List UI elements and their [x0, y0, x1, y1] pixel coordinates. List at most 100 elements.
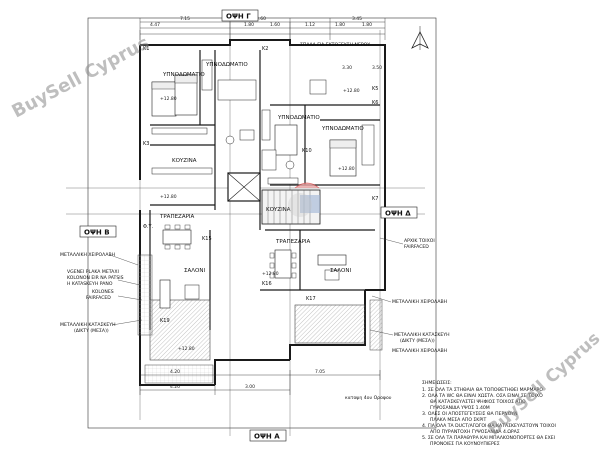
balcony-hatch-left — [149, 299, 211, 361]
kitchen-counter-1 — [151, 167, 213, 175]
caption-floor: κατοψη 4ου Οροφου — [345, 395, 392, 401]
note-left-1: ΜΕΤΑΛΛΙΚΗ ΧΕΙΡΟΛΑΒΗ — [60, 252, 115, 258]
tag-k6: K6 — [372, 100, 378, 106]
tag-k3: K3 — [143, 141, 149, 147]
note-right-2: FAIRFACED — [404, 244, 429, 250]
notes-line-1: 1. ΣΕ ΟΛΑ ΤΑ ΣΤΗΘΑΙΑ ΘΑ ΤΟΠΟΘΕΤΗΘΕΙ ΜΑΡΜ… — [422, 387, 543, 393]
room-dining-2: ΤΡΑΠΕΖΑΡΙΑ — [275, 239, 311, 245]
dim-top-7: 1.12 — [305, 22, 315, 28]
notes-line-4: ΓΥΨΟΣΑΝΙΔΑ ΥΨΟΣ 1.40Μ — [430, 405, 490, 411]
right-leader-lines — [369, 237, 404, 336]
view-label-right: ΟΨΗ Δ — [385, 210, 411, 218]
notes-line-10: ΠΡΟΝΟΙΕΣ ΓΙΑ ΚΟΥΝΟΥΠΙΕΡΕΣ — [430, 441, 500, 447]
note-right-6: ΜΕΤΑΛΛΙΚΗ ΧΕΙΡΟΛΑΒΗ — [392, 348, 447, 354]
tag-k19: K19 — [160, 318, 170, 324]
dim-top-5: 1.80 — [244, 22, 254, 28]
level-6: +12.80 — [160, 194, 177, 200]
level-5: +12.80 — [338, 166, 355, 172]
level-4: +12.80 — [160, 96, 177, 102]
tag-k7: K7 — [372, 196, 378, 202]
sofa-2 — [317, 254, 347, 266]
notes-title: ΣΗΜΕΙΩΣΕΙΣ: — [422, 380, 452, 386]
room-bedroom-3: ΥΠΝΟΔΩΜΑΤΙΟ — [277, 115, 320, 121]
tag-k16: K16 — [262, 281, 272, 287]
dim-bottom-1: 4.20 — [170, 369, 180, 375]
view-label-bottom-box — [249, 429, 287, 442]
note-left-4: H KATASKEYH PANO — [67, 281, 113, 287]
dim-top-4: 4.47 — [150, 22, 160, 28]
view-label-top: ΟΨΗ Γ — [226, 13, 251, 21]
balcony-side-left — [137, 254, 153, 336]
level-7: +12.80 — [262, 271, 279, 277]
tag-k15: K15 — [202, 236, 212, 242]
dimension-lines-top — [139, 18, 386, 40]
notes-line-3: ΘΑ ΚΑΤΑΣΚΕΥΑΣΤΕΙ ΨΗΦΙΟΣ ΤΟΙΧΟΣ ΑΠΟ — [430, 399, 526, 405]
balcony-floor-left — [144, 364, 214, 384]
dining-table-2 — [274, 249, 292, 279]
note-right-4: ΜΕΤΑΛΛΙΚΗ ΚΑΤΑΣΚΕΥΗ — [394, 332, 450, 338]
dining-chairs-1 — [164, 224, 191, 250]
note-left-7: ΜΕΤΑΛΛΙΚΗ ΚΑΤΑΣΚΕΥΗ — [60, 322, 116, 328]
notes-line-2: 2. ΟΛΑ ΤΑ WC ΘΑ ΕΙΝΑΙ ΧΩΣΤΑ. ΟΣΑ ΕΙΝΑΙ Σ… — [422, 393, 543, 399]
right-annotations: ΑΡΧΙΚ ΤΟΙΧΟΙ FAIRFACED ΜΕΤΑΛΛΙΚΗ ΧΕΙΡΟΛΑ… — [300, 42, 450, 401]
dining-chairs-2 — [269, 252, 297, 279]
coffee-table-2 — [324, 269, 340, 281]
balcony-hatch-right — [294, 304, 366, 344]
view-label-top-box — [221, 9, 259, 22]
dim-top-9: 1.80 — [362, 22, 372, 28]
level-8: +12.80 — [178, 346, 195, 352]
room-living-2: ΣΑΛΟΝΙ — [330, 268, 351, 274]
dim-top-8: 1.80 — [335, 22, 345, 28]
bathroom-fixtures — [217, 79, 327, 171]
note-left-2: VGENEI PLAKA METAXI — [67, 269, 119, 275]
dim-top-6: 1.60 — [270, 22, 280, 28]
bed-4 — [274, 124, 298, 156]
sofa-1 — [159, 279, 171, 309]
room-bedroom-2: ΥΠΝΟΔΩΜΑΤΙΟ — [205, 62, 248, 68]
dim-bottom-4: 3.00 — [245, 384, 255, 390]
room-bedroom-1: ΥΠΝΟΔΩΜΑΤΙΟ — [162, 72, 205, 78]
watermark-emblem-icon — [288, 193, 312, 217]
room-living-1: ΣΑΛΟΝΙ — [184, 268, 205, 274]
tag-fy: Φ.Υ. — [143, 224, 154, 230]
note-top: ΣΠΑΛΑ ΓΙΑ ΕΚΤΟΞΕΥΣΗ ΝΕΡΟΥ — [300, 42, 370, 48]
dim-top-2: 3.60 — [256, 16, 266, 22]
dim-bottom-3: 7.05 — [315, 369, 325, 375]
view-label-left: ΟΨΗ Β — [84, 229, 110, 237]
room-dining-1: ΤΡΑΠΕΖΑΡΙΑ — [159, 214, 195, 220]
balcony-side-right — [369, 299, 383, 351]
tag-k2: K2 — [262, 46, 268, 52]
notes-line-9: 5. ΣΕ ΟΛΑ ΤΑ ΠΑΡΑΘΥΡΑ ΚΑΙ ΜΠΑΛΚΟΝΟΠΟΡΤΕΣ… — [422, 435, 555, 441]
wardrobes — [151, 59, 375, 166]
note-left-5: KOLONES — [92, 289, 114, 295]
view-label-right-box — [380, 206, 418, 219]
dim-top-1: 7.15 — [180, 16, 190, 22]
room-bedroom-4: ΥΠΝΟΔΩΜΑΤΙΟ — [321, 126, 364, 132]
note-right-1: ΑΡΧΙΚ ΤΟΙΧΟΙ — [404, 238, 435, 244]
note-left-3: KOLONON EIR NA PATSIS — [67, 275, 124, 281]
notes-line-6: ΠΛΑΚΑ ΜΕΣΑ ΑΠΟ ΣΚΡΙΤ — [430, 417, 486, 423]
notes-line-7: 4. ΓΙΑ ΟΛΑ ΤΑ DUCT/ΑΓΩΓΟΙ ΘΑ ΚΑΤΑΣΚΕΥΑΣΤ… — [422, 423, 556, 429]
notes-box: ΣΗΜΕΙΩΣΕΙΣ: 1. ΣΕ ΟΛΑ ΤΑ ΣΤΗΘΑΙΑ ΘΑ ΤΟΠΟ… — [422, 380, 556, 447]
level-1: 3.30 — [342, 65, 352, 71]
dimension-lines-bottom — [139, 370, 381, 395]
north-arrow-icon — [411, 26, 429, 50]
kitchen-counter-2 — [267, 177, 299, 185]
tag-k10: K10 — [302, 148, 312, 154]
note-right-3: ΜΕΤΑΛΛΙΚΗ ΧΕΙΡΟΛΑΒΗ — [392, 299, 447, 305]
note-left-8: (ΔΙΚΤΥ (ΜΕΣΑ)) — [74, 328, 109, 334]
dim-top-3: 3.45 — [352, 16, 362, 22]
tag-k17: K17 — [306, 296, 316, 302]
notes-line-5: 3. ΟΛΕΣ ΟΙ ΑΠΟΣΤΕΓΕΥΣΕΙΣ ΘΑ ΠΕΡΝΟΥΝ — [422, 411, 518, 417]
stair-blue-mark — [300, 195, 320, 213]
note-left-6: FAIRFACED — [86, 295, 111, 301]
dining-table-1 — [162, 229, 192, 245]
left-annotations: ΜΕΤΑΛΛΙΚΗ ΧΕΙΡΟΛΑΒΗ VGENEI PLAKA METAXI … — [60, 252, 124, 334]
dim-bottom-2: 4.20 — [170, 384, 180, 390]
room-kitchen-1: ΚΟΥΖΙΝΑ — [172, 158, 197, 164]
stair-red-mark — [294, 182, 320, 189]
notes-line-8: ΑΠΟ ΠΥΡΑΝΤΟΧΗ ΓΥΨΟΣΑΝΙΔΑ 4.ΩΡΑΣ — [430, 429, 520, 435]
view-label-left-box — [79, 225, 117, 238]
